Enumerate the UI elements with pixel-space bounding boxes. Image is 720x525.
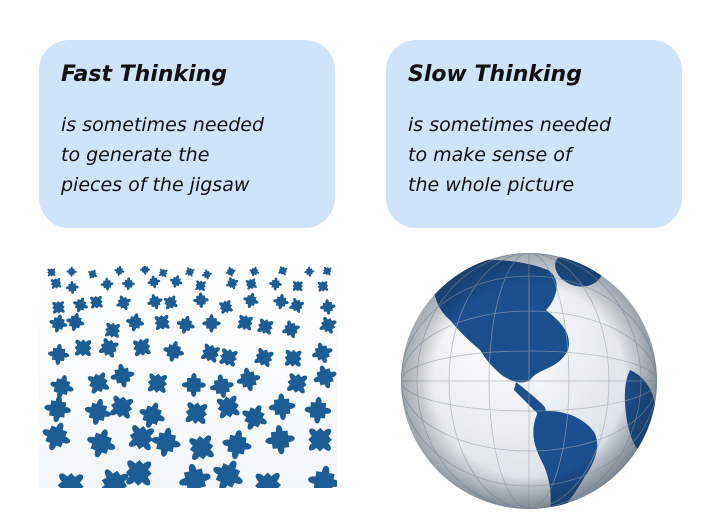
fast-thinking-title: Fast Thinking: [61, 62, 228, 87]
fast-thinking-line-2: to generate the: [61, 144, 210, 166]
fast-thinking-line-3: pieces of the jigsaw: [61, 174, 250, 196]
slow-thinking-title: Slow Thinking: [408, 62, 582, 87]
puzzle-globe-icon: [401, 253, 657, 509]
fast-thinking-line-1: is sometimes needed: [61, 114, 265, 136]
slow-thinking-line-2: to make sense of: [408, 144, 572, 166]
scattered-puzzle-pieces-icon: [39, 266, 337, 488]
slow-thinking-description: is sometimes needed to make sense of the…: [408, 110, 662, 200]
slow-thinking-line-1: is sometimes needed: [408, 114, 612, 136]
fast-thinking-description: is sometimes needed to generate the piec…: [61, 110, 315, 200]
slow-thinking-line-3: the whole picture: [408, 174, 575, 196]
fast-thinking-card: Fast Thinking is sometimes needed to gen…: [39, 40, 335, 228]
slow-thinking-card: Slow Thinking is sometimes needed to mak…: [386, 40, 682, 228]
